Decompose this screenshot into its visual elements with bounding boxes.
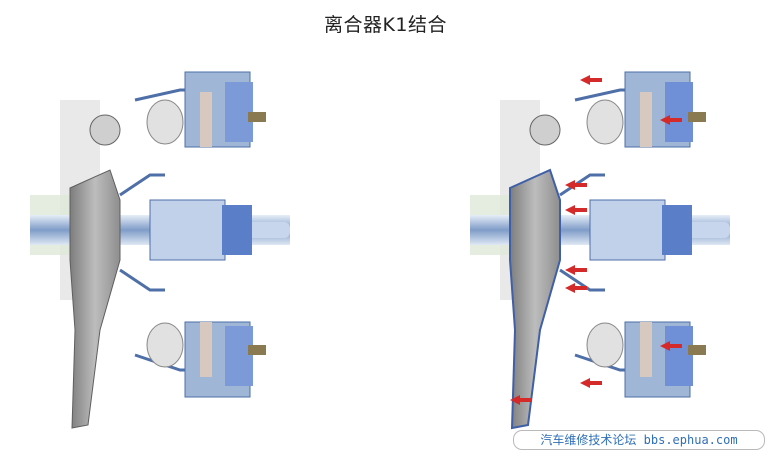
center-hub (149, 199, 252, 261)
shift-lever (69, 114, 121, 429)
clutch-cross-section-released (30, 71, 290, 429)
arrow-drum-top (660, 115, 682, 125)
clutch-drum-top (586, 71, 706, 148)
arrow-bottom-left (580, 378, 602, 388)
clutch-drum-bottom (146, 321, 266, 398)
source-watermark: 汽车维修技术论坛 bbs.ephua.com (513, 430, 765, 450)
shift-lever (509, 114, 561, 430)
clutch-drum-bottom (586, 321, 706, 398)
clutch-cross-section-engaged (470, 71, 730, 430)
arrow-hub-top (565, 180, 587, 190)
arrow-lever-bottom (510, 395, 532, 405)
arrow-hub-bottom (565, 283, 587, 293)
arrow-hub-mid (565, 205, 587, 215)
diagram-title: 离合器K1结合 (323, 14, 448, 36)
arrow-drum-bottom (660, 341, 682, 351)
arrow-hub-low (565, 265, 587, 275)
clutch-drum-top (146, 71, 266, 148)
center-hub (589, 199, 692, 261)
arrow-top-left (580, 75, 602, 85)
pressure-arrows (510, 75, 682, 405)
